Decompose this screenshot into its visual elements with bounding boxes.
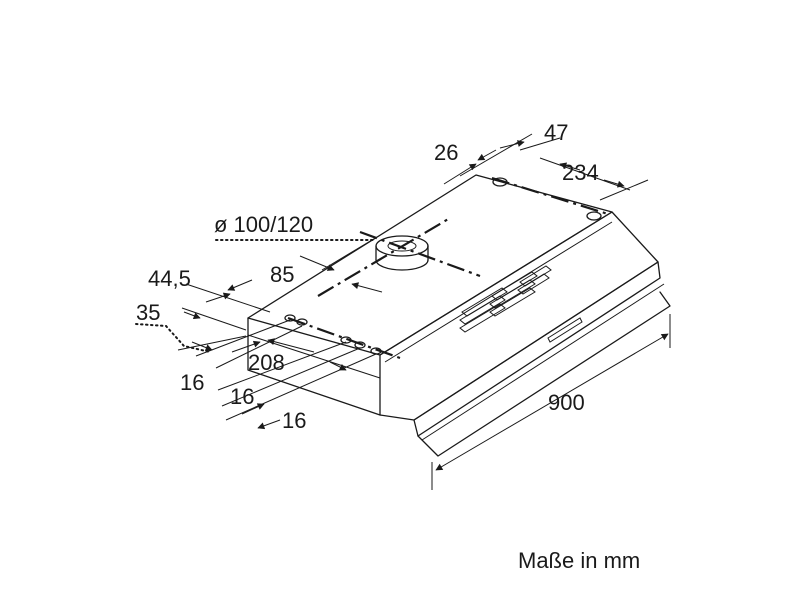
hood-left-side bbox=[247, 317, 381, 416]
label-47: 47 bbox=[544, 120, 568, 145]
dimension-85 bbox=[299, 239, 383, 293]
label-35: 35 bbox=[136, 300, 160, 325]
label-208: 208 bbox=[248, 350, 285, 375]
mounting-holes bbox=[284, 177, 602, 355]
label-duct: ø 100/120 bbox=[214, 212, 313, 237]
unit-caption: Maße in mm bbox=[518, 548, 641, 573]
hood-front-panel bbox=[379, 211, 659, 421]
dimension-900 bbox=[431, 314, 671, 490]
label-26: 26 bbox=[434, 140, 458, 165]
dimension-left-group bbox=[135, 279, 271, 353]
label-234: 234 bbox=[562, 160, 599, 185]
label-16-c: 16 bbox=[282, 408, 306, 433]
label-900: 900 bbox=[548, 390, 585, 415]
label-85: 85 bbox=[270, 262, 294, 287]
hood-visor bbox=[417, 291, 671, 457]
label-16-b: 16 bbox=[230, 384, 254, 409]
dimension-bottom-group bbox=[195, 319, 377, 430]
dimension-top-group bbox=[443, 133, 649, 201]
hood-top-panel bbox=[247, 174, 613, 356]
hood-lower-rim bbox=[413, 261, 661, 437]
label-44-5: 44,5 bbox=[148, 266, 191, 291]
label-16-a: 16 bbox=[180, 370, 204, 395]
duct-outlet bbox=[375, 235, 429, 271]
vent-grille bbox=[459, 265, 552, 333]
